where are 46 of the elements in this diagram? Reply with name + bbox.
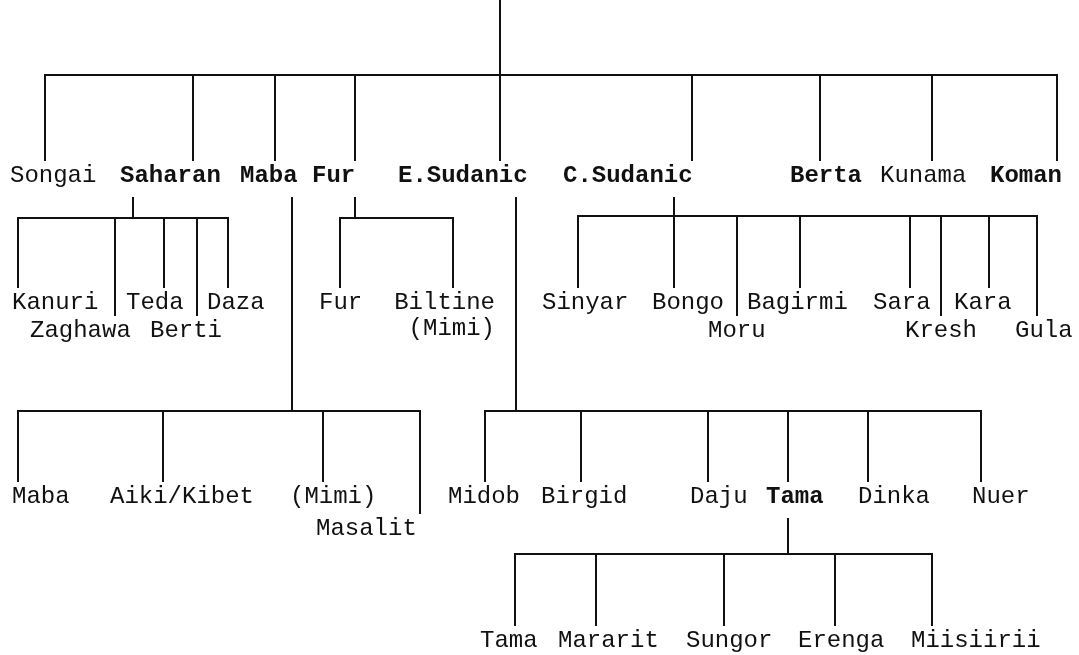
language-label: Bongo bbox=[652, 290, 725, 316]
language-label: Kanuri bbox=[12, 290, 100, 316]
language-label: Maba bbox=[240, 163, 299, 189]
language-label: Berti bbox=[150, 318, 223, 344]
language-label: Sara bbox=[873, 290, 932, 316]
language-label: Kunama bbox=[880, 163, 968, 189]
language-label: Biltine (Mimi) bbox=[393, 290, 495, 342]
language-label: Birgid bbox=[541, 484, 629, 510]
tree-connector bbox=[354, 196, 454, 289]
language-label: Songai bbox=[10, 163, 98, 189]
tree-connector bbox=[787, 517, 933, 627]
language-label: Midob bbox=[448, 484, 521, 510]
language-label: Daju bbox=[690, 484, 749, 510]
language-label: Gula bbox=[1015, 318, 1074, 344]
language-label: C.Sudanic bbox=[563, 163, 694, 189]
language-label: Tama bbox=[480, 628, 539, 654]
language-label: Kresh bbox=[905, 318, 978, 344]
language-label: Erenga bbox=[798, 628, 886, 654]
language-label: Moru bbox=[708, 318, 767, 344]
language-label: Teda bbox=[126, 290, 185, 316]
language-label: Mararit bbox=[558, 628, 660, 654]
language-label: Nuer bbox=[972, 484, 1031, 510]
language-label: Sungor bbox=[686, 628, 774, 654]
language-label: Masalit bbox=[316, 516, 418, 542]
tree-connector bbox=[291, 196, 421, 515]
tree-connector bbox=[515, 196, 982, 483]
language-label: Tama bbox=[766, 484, 825, 510]
language-label: Fur bbox=[319, 290, 364, 316]
language-label: Aiki/Kibet bbox=[110, 484, 256, 510]
language-label: E.Sudanic bbox=[398, 163, 529, 189]
language-label: Berta bbox=[790, 163, 863, 189]
language-label: Fur bbox=[312, 163, 357, 189]
language-label: Koman bbox=[990, 163, 1063, 189]
tree-connector bbox=[132, 196, 229, 289]
language-label: (Mimi) bbox=[290, 484, 378, 510]
language-label: Daza bbox=[207, 290, 266, 316]
language-label: Kara bbox=[954, 290, 1013, 316]
language-label: Zaghawa bbox=[30, 318, 132, 344]
language-label: Sinyar bbox=[542, 290, 630, 316]
language-label: Saharan bbox=[120, 163, 222, 189]
tree-connector bbox=[499, 0, 1058, 162]
tree-connector bbox=[673, 196, 1038, 317]
language-label: Maba bbox=[12, 484, 71, 510]
language-label: Bagirmi bbox=[747, 290, 849, 316]
language-label: Miisiirii bbox=[911, 628, 1042, 654]
language-label: Dinka bbox=[858, 484, 931, 510]
